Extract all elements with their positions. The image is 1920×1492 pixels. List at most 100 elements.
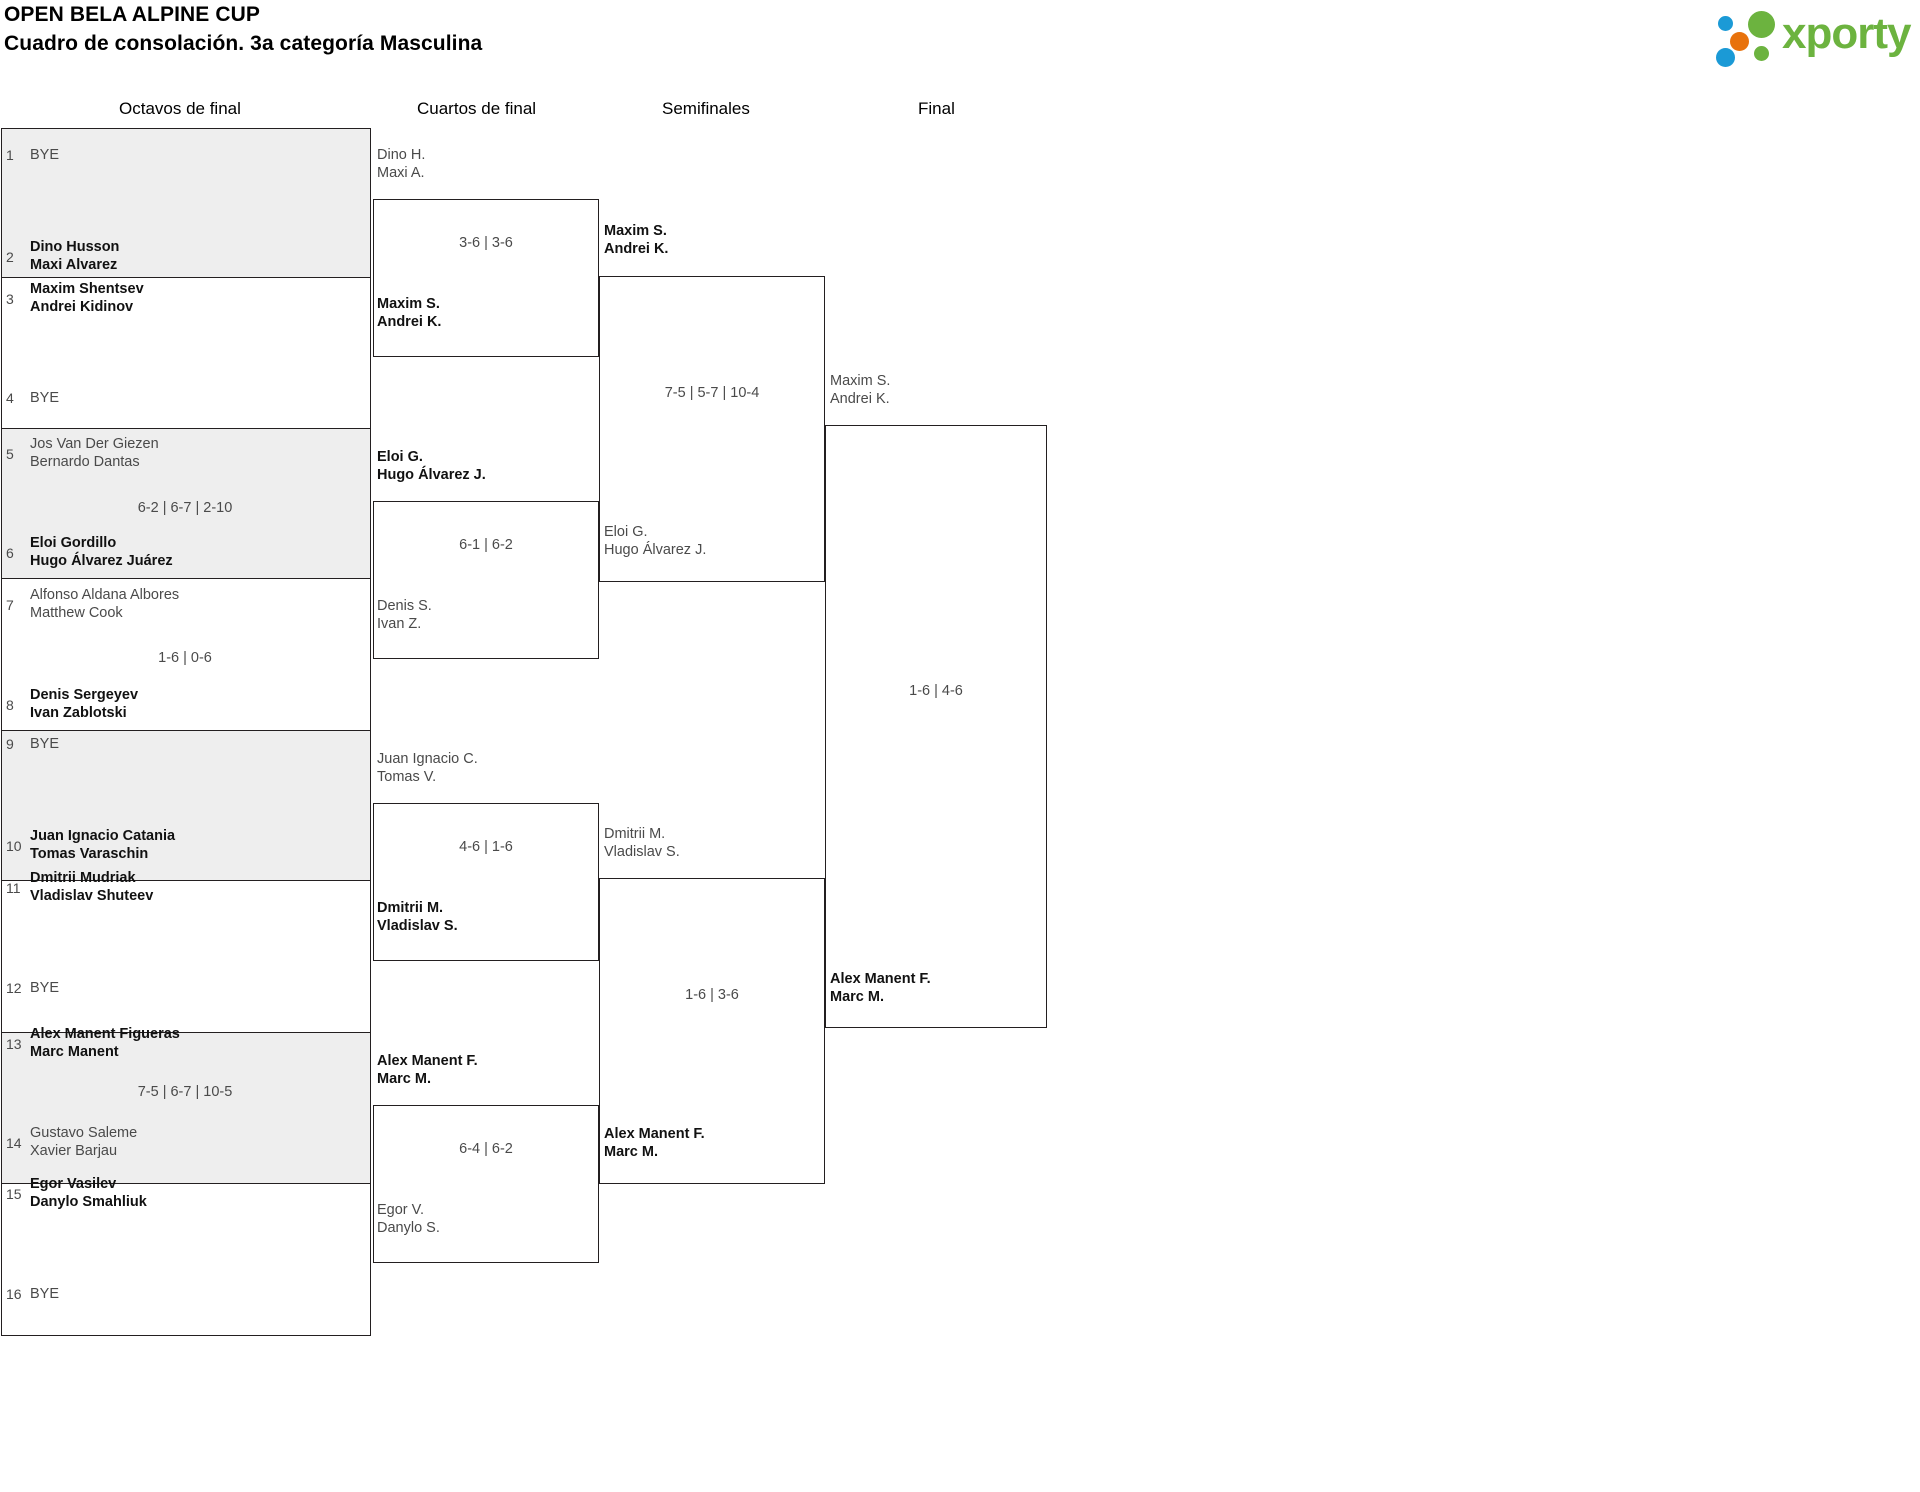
r1-p2-2: Maxi Alvarez bbox=[30, 257, 118, 273]
r1-slot-10[interactable]: 10 Juan Ignacio Catania Tomas Varaschin bbox=[0, 827, 370, 865]
r1-p1-5: Jos Van Der Giezen bbox=[30, 436, 159, 452]
r1-seed-8: 8 bbox=[6, 697, 14, 713]
pair-divider-1 bbox=[2, 277, 370, 278]
r2-m4-bot-p2: Danylo S. bbox=[377, 1220, 440, 1236]
r3-m2-bot-p2: Marc M. bbox=[604, 1144, 658, 1160]
pair-divider-2 bbox=[2, 428, 370, 429]
r1-p1-3: Maxim Shentsev bbox=[30, 281, 144, 297]
r1-p1-13: Alex Manent Figueras bbox=[30, 1026, 180, 1042]
r1-p1-6: Eloi Gordillo bbox=[30, 535, 117, 551]
r1-p2-5: Bernardo Dantas bbox=[30, 454, 140, 470]
r1-seed-14: 14 bbox=[6, 1135, 22, 1151]
r1-p2-13: Marc Manent bbox=[30, 1044, 119, 1060]
r4-m1-score: 1-6 | 4-6 bbox=[909, 683, 963, 699]
pair-divider-7 bbox=[2, 1183, 370, 1184]
r1-seed-11: 11 bbox=[6, 880, 21, 896]
r1-p2-3: Andrei Kidinov bbox=[30, 299, 134, 315]
r1-slot-6[interactable]: 6 Eloi Gordillo Hugo Álvarez Juárez bbox=[0, 534, 370, 572]
r2-match-4-box[interactable] bbox=[373, 1105, 599, 1263]
r1-bye-12: BYE bbox=[30, 980, 60, 996]
r1-names-15: Egor Vasilev Danylo Smahliuk bbox=[30, 1175, 147, 1211]
r3-m1-bot-p1: Eloi G. bbox=[604, 524, 648, 540]
r2-m2-bot-p2: Ivan Z. bbox=[377, 616, 422, 632]
r3-m1-top-p2: Andrei K. bbox=[604, 241, 669, 257]
r1-bye-16: BYE bbox=[30, 1286, 60, 1302]
r1-slot-13[interactable]: 13 Alex Manent Figueras Marc Manent bbox=[0, 1025, 370, 1063]
r3-m1-bot-p2: Hugo Álvarez J. bbox=[604, 542, 707, 558]
r3-m1-top-p1: Maxim S. bbox=[604, 223, 667, 239]
r2-match-3-box[interactable] bbox=[373, 803, 599, 961]
r1-names-8: Denis Sergeyev Ivan Zablotski bbox=[30, 686, 138, 722]
r1-p2-10: Tomas Varaschin bbox=[30, 846, 149, 862]
r1-seed-2: 2 bbox=[6, 249, 14, 265]
r1-p2-8: Ivan Zablotski bbox=[30, 705, 127, 721]
r1-slot-16[interactable]: 16 BYE bbox=[0, 1286, 370, 1306]
r4-champion-p1: Alex Manent F. bbox=[830, 971, 931, 987]
r3-m2-top-p1: Dmitrii M. bbox=[604, 826, 666, 842]
logo-dot-blue-top bbox=[1718, 16, 1733, 31]
tournament-title: OPEN BELA ALPINE CUP bbox=[4, 3, 260, 26]
r1-slot-3[interactable]: 3 Maxim Shentsev Andrei Kidinov bbox=[0, 280, 370, 318]
r3-m1-top: Maxim S. Andrei K. bbox=[604, 222, 668, 258]
r1-slot-9[interactable]: 9 BYE bbox=[0, 736, 370, 756]
band-shade-3 bbox=[2, 730, 370, 880]
r1-p2-14: Xavier Barjau bbox=[30, 1143, 118, 1159]
r1-seed-1: 1 bbox=[6, 147, 14, 163]
r1-slot-11[interactable]: 11 Dmitrii Mudriak Vladislav Shuteev bbox=[0, 869, 370, 907]
r1-slot-8[interactable]: 8 Denis Sergeyev Ivan Zablotski bbox=[0, 686, 370, 724]
r1-names-13: Alex Manent Figueras Marc Manent bbox=[30, 1025, 180, 1061]
r1-slot-12[interactable]: 12 BYE bbox=[0, 980, 370, 1000]
r1-slot-15[interactable]: 15 Egor Vasilev Danylo Smahliuk bbox=[0, 1175, 370, 1213]
r2-match-2-box[interactable] bbox=[373, 501, 599, 659]
r1-names-3: Maxim Shentsev Andrei Kidinov bbox=[30, 280, 144, 316]
r1-seed-13: 13 bbox=[6, 1036, 22, 1052]
r3-m1-bottom: Eloi G. Hugo Álvarez J. bbox=[604, 523, 706, 559]
r1-slot-1[interactable]: 1 BYE bbox=[0, 147, 370, 167]
r2-m3-top: Juan Ignacio C. Tomas V. bbox=[377, 750, 478, 786]
r1-bye-9: BYE bbox=[30, 736, 60, 752]
r1-slot-5[interactable]: 5 Jos Van Der Giezen Bernardo Dantas bbox=[0, 435, 370, 473]
bracket-subtitle: Cuadro de consolación. 3a categoría Masc… bbox=[4, 32, 483, 55]
r1-slot-7[interactable]: 7 Alfonso Aldana Albores Matthew Cook bbox=[0, 586, 370, 624]
r1-seed-15: 15 bbox=[6, 1186, 22, 1202]
r4-final-box[interactable] bbox=[825, 425, 1047, 1028]
r2-m1-top-p1: Dino H. bbox=[377, 147, 426, 163]
r4-m1-top: Maxim S. Andrei K. bbox=[830, 372, 890, 408]
r1-p1-10: Juan Ignacio Catania bbox=[30, 828, 176, 844]
r1-score-pair7: 7-5 | 6-7 | 10-5 bbox=[137, 1084, 233, 1100]
r3-match-2-box[interactable] bbox=[599, 878, 825, 1184]
r4-m1-top-p1: Maxim S. bbox=[830, 373, 891, 389]
r2-match-1-box[interactable] bbox=[373, 199, 599, 357]
logo-dot-orange bbox=[1730, 32, 1749, 51]
r1-seed-16: 16 bbox=[6, 1286, 22, 1302]
band-shade-1 bbox=[2, 129, 370, 277]
r3-match-1-box[interactable] bbox=[599, 276, 825, 582]
r1-slot-4[interactable]: 4 BYE bbox=[0, 390, 370, 410]
pair-divider-6 bbox=[2, 1032, 370, 1033]
r2-m2-bottom: Denis S. Ivan Z. bbox=[377, 597, 432, 633]
r2-m3-score: 4-6 | 1-6 bbox=[459, 839, 513, 855]
r3-m2-bottom: Alex Manent F. Marc M. bbox=[604, 1125, 705, 1161]
r4-m1-top-p2: Andrei K. bbox=[830, 391, 890, 407]
r3-m2-score: 1-6 | 3-6 bbox=[685, 987, 739, 1003]
r1-p2-6: Hugo Álvarez Juárez bbox=[30, 553, 173, 569]
r3-m2-bot-p1: Alex Manent F. bbox=[604, 1126, 705, 1142]
r1-p2-7: Matthew Cook bbox=[30, 605, 123, 621]
r2-m4-bot-p1: Egor V. bbox=[377, 1202, 425, 1218]
round-header-cuartos: Cuartos de final bbox=[417, 99, 537, 118]
r2-m1-top: Dino H. Maxi A. bbox=[377, 146, 425, 182]
r4-m1-bottom-champion: Alex Manent F. Marc M. bbox=[830, 970, 931, 1006]
r1-p1-14: Gustavo Saleme bbox=[30, 1125, 138, 1141]
logo-dot-green-small bbox=[1754, 46, 1769, 61]
r2-m4-score: 6-4 | 6-2 bbox=[459, 1141, 513, 1157]
r1-score-pair3: 6-2 | 6-7 | 2-10 bbox=[137, 500, 233, 516]
pair-divider-3 bbox=[2, 578, 370, 579]
r2-m4-bottom: Egor V. Danylo S. bbox=[377, 1201, 440, 1237]
r1-p2-11: Vladislav Shuteev bbox=[30, 888, 154, 904]
r2-m3-top-p2: Tomas V. bbox=[377, 769, 437, 785]
r1-seed-3: 3 bbox=[6, 291, 14, 307]
band-shade-4 bbox=[2, 1032, 370, 1183]
r1-slot-2[interactable]: 2 Dino Husson Maxi Alvarez bbox=[0, 238, 370, 276]
logo-dot-blue-bottom bbox=[1716, 48, 1735, 67]
r1-slot-14[interactable]: 14 Gustavo Saleme Xavier Barjau bbox=[0, 1124, 370, 1162]
